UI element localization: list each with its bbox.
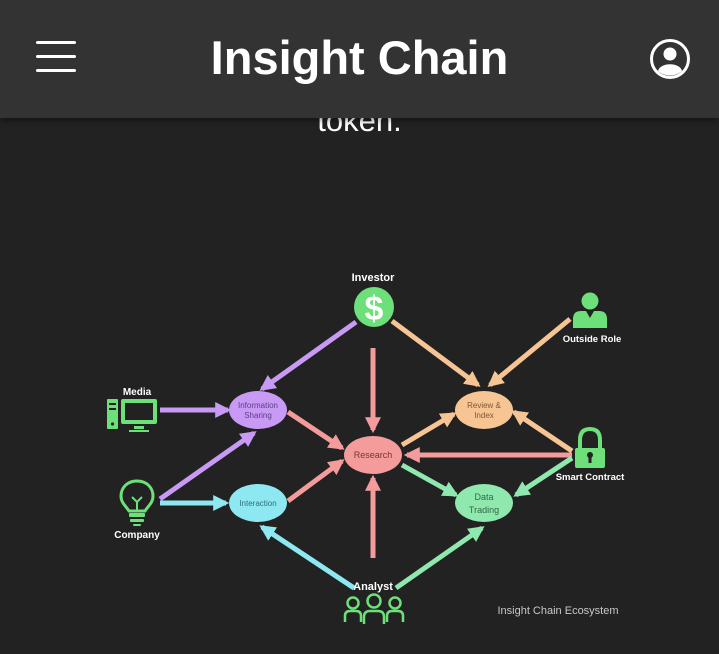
node-information-sharing-line1: Information [238, 401, 278, 410]
arrow-outside-to-review [487, 317, 572, 388]
arrow-company-to-sharing [158, 430, 257, 502]
ecosystem-diagram: Information Sharing Interaction Research… [0, 118, 719, 654]
arrow-contract-to-trading [513, 455, 574, 498]
media-label: Media [123, 387, 152, 398]
padlock-icon [575, 426, 605, 468]
arrow-research-to-trading [400, 462, 459, 498]
dollar-coin-icon: $ [354, 287, 394, 328]
node-interaction: Interaction [229, 484, 287, 522]
node-review-index-line2: Index [474, 411, 494, 420]
arrow-research-to-review [400, 411, 457, 448]
node-interaction-label: Interaction [239, 499, 276, 508]
arrow-sharing-to-research [286, 409, 345, 451]
arrow-contract-to-review [511, 409, 574, 454]
hamburger-menu-icon[interactable] [36, 41, 76, 75]
node-review-index: Review & Index [455, 391, 513, 429]
node-information-sharing-line2: Sharing [244, 411, 272, 420]
outside-role-label: Outside Role [563, 334, 622, 345]
person-icon [573, 292, 607, 328]
arrow-analyst-to-trading [394, 525, 485, 591]
node-review-index-line1: Review & [467, 401, 501, 410]
people-group-icon [343, 593, 405, 624]
arrow-investor-to-review [390, 318, 481, 388]
node-data-trading-line1: Data [474, 492, 493, 502]
node-research-label: Research [354, 450, 393, 460]
computer-icon [107, 399, 157, 432]
app-header: Insight Chain [0, 0, 719, 118]
node-data-trading: Data Trading [455, 484, 513, 522]
arrow-investor-to-sharing [259, 319, 358, 392]
node-information-sharing: Information Sharing [229, 391, 287, 429]
lightbulb-icon [119, 479, 155, 526]
node-data-trading-line2: Trading [469, 505, 499, 515]
smart-contract-label: Smart Contract [556, 472, 625, 483]
app-title: Insight Chain [210, 31, 509, 84]
account-circle-icon[interactable] [649, 38, 691, 80]
arrow-interaction-to-research [286, 458, 345, 504]
investor-label: Investor [352, 272, 396, 284]
company-label: Company [114, 530, 160, 541]
arrow-analyst-to-interaction [259, 524, 356, 591]
diagram-caption: Insight Chain Ecosystem [497, 605, 618, 617]
node-research: Research [344, 436, 402, 474]
svg-text:$: $ [365, 290, 384, 328]
analyst-label: Analyst [353, 581, 393, 593]
